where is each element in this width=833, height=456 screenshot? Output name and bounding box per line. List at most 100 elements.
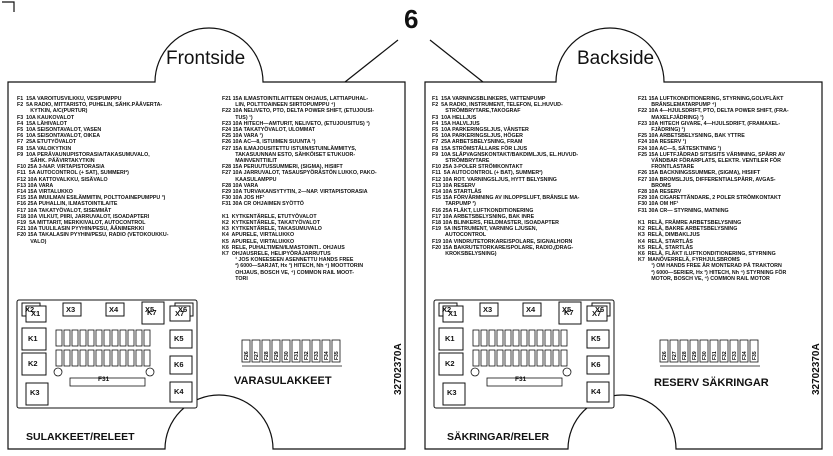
front-spare-fuse-slot — [271, 339, 281, 363]
back-spare-fuse-label: F32 — [722, 351, 728, 360]
back-spare-fuse-slot — [679, 339, 689, 363]
front-relay-k7-label: K7 — [147, 308, 157, 317]
back-relay-k1-label: K1 — [445, 334, 455, 343]
front-list-left-item: F3 10A KAUKOVALOT — [17, 114, 75, 121]
front-list-left-item: KYTKIN, A/C(PURTUR) — [17, 108, 88, 115]
back-list-right-item: FJÄDRING) ¹) — [638, 127, 686, 134]
back-list-right-item: K4 RELÄ, STARTLÅS — [638, 238, 693, 245]
front-relay-k3-box — [25, 382, 49, 406]
front-list-left-item: F9 10A PERÄVAUNUPISTORASIA/TAKASUMUVALO, — [17, 151, 150, 158]
front-spare-fuse-label: F28 — [264, 351, 270, 360]
front-list-left-item: SÄHK. PÄÄVIRTAKYTKIN — [17, 158, 95, 165]
back-list-right-item: F25 15A LUFTFJÄDRAD SITS/SITS VÄRMNING, … — [638, 151, 785, 158]
back-list-right-item: K1 RELÄ, FRÄMRE ARBETSBELYSNING — [638, 220, 742, 227]
back-relay-x7-label: X7 — [592, 309, 602, 318]
front-list-left-item: F20 15A TAKALASIN PYYHIN/PESU, RADIO (VE… — [17, 232, 169, 239]
front-spare-fuse-slot — [301, 339, 311, 363]
back-spare-fuse-slot — [729, 339, 739, 363]
back-spare-fuse-label: F30 — [702, 351, 708, 360]
front-spare-fuse-slot — [281, 339, 291, 363]
front-list-right-item: K2 KYTKENTÄRELE, TAKATYÖVALOT — [222, 220, 320, 227]
front-spare-fuse-label: F27 — [254, 351, 260, 360]
back-list-right-item: K6 RELÄ, FLÄKT /LUFTKONDITIONERING, STYR… — [638, 251, 776, 258]
back-list-right-item: K3 RELÄ, DIMBAKLJUS — [638, 232, 700, 239]
front-list-right-item: F23 10A HITECH—AMTURIT, NELIVETO, (ETUJO… — [222, 120, 370, 127]
front-relay-x7-box — [169, 305, 191, 322]
front-relay-x7-label: X7 — [175, 309, 185, 318]
front-relay-k5-label: K5 — [174, 334, 184, 343]
front-spare-fuse-slot — [261, 339, 271, 363]
front-list-left-item: F21 10A TUULILASIN PYYHIN/PESU, ÄÄNIMERK… — [17, 226, 144, 233]
back-list-right-item: MOTOR, BOSCH VE, ⁴) COMMON RAIL MOTOR — [638, 275, 770, 282]
front-list-right-item: F24 15A TAKATYÖVALOT, ULOMMAT — [222, 127, 315, 134]
front-list-right-item: K7 OHJAUSRELE, HELIPYÖRÄJARRUTUS — [222, 251, 331, 258]
front-list-right-item: K1 KYTKENTÄRELE, ETUTYÖVALOT — [222, 213, 317, 220]
front-spare-fuse-slot — [311, 339, 321, 363]
front-list-right-item: MAINVENTTIILIT — [222, 158, 278, 165]
back-list-right-item: VÄNDBAR FÖRARPLATS, ELEKTR. VENTILER FÖR — [638, 158, 781, 165]
front-title: Frontside — [166, 48, 246, 69]
back-list-left-item: F19 5A INSTRUMENT, VARNING LJUSEN, — [432, 226, 538, 233]
front-list-right-item: F29 10A TURVAKANSYTYTIN, 2—NAP. VIRTAPIS… — [222, 189, 368, 196]
front-spare-fuse-label: F29 — [274, 351, 280, 360]
front-spare-fuse-label: F31 — [294, 351, 300, 360]
front-footer-label: SULAKKEET/RELEET — [26, 431, 135, 443]
front-list-left-item: F5 10A SEISONTAVALOT, VASEN — [17, 127, 102, 134]
back-list-left-item: F16 25A FLÄKT, LUFTKONDITIONERING — [432, 207, 534, 214]
back-title: Backside — [577, 48, 655, 69]
back-list-right-item: K5 RELÄ, STARTLÅS — [638, 244, 693, 251]
front-relay-x4-box — [105, 302, 125, 317]
back-list-left-item: F8 15A STRÖMSTÄLLARE FÖR LJUS — [432, 145, 528, 152]
back-relay-k5-label: K5 — [591, 334, 601, 343]
back-list-right-item: F29 10A CIGARETTÄNDARE, 2 POLER STRÖMKON… — [638, 195, 782, 202]
back-list-right-item: F22 10A 4—HJULSDRIFT, PTO, DELTA POWER S… — [638, 108, 789, 115]
front-list-left-item: F10 25A 3-NAP. VIRTAPISTORASIA — [17, 164, 105, 171]
front-list-left-item: F8 15A VALOKYTKIN — [17, 145, 72, 152]
back-relay-x3-label: X3 — [483, 305, 493, 314]
front-list-left-item: F6 10A SEISONTAVALOT, OIKEA — [17, 133, 101, 140]
front-relay-x5-label: X5 — [145, 305, 155, 314]
pointer-line-front — [344, 39, 399, 83]
front-relay-k4-box — [169, 381, 193, 403]
back-list-left-item: F18 10A BLINKERS, FIELDMASTER, ISOADAPTE… — [432, 220, 559, 227]
back-list-right-item: F30 10A OM HF¹ — [638, 201, 679, 208]
back-list-right-item: F25 10A ARBETSBELYSNING, BAK YTTRE — [638, 133, 745, 140]
back-relay-k4-label: K4 — [591, 387, 601, 396]
front-relay-k2-label: K2 — [28, 359, 38, 368]
front-list-right-item: TAKASUUNNAN ESTO, SÄHKÖISET ETUKUOR- — [222, 151, 356, 158]
back-spare-fuse-label: F27 — [672, 351, 678, 360]
front-list-left-item: VALO) — [17, 238, 47, 245]
back-relay-k7-label: K7 — [564, 308, 574, 317]
front-spare-fuse-slot — [291, 339, 301, 363]
front-list-left-item: F15 15A IMUILMAN ESILÄMMITIN, POLTTOAINE… — [17, 195, 166, 202]
front-list-right-item: F22 10A NELIVETO, PTO, DELTA POWER SHIFT… — [222, 108, 374, 115]
front-spare-fuse-label: F34 — [324, 351, 330, 360]
front-list-right-item: K3 KYTKENTÄRELE, TAKASUMUVALO — [222, 226, 322, 233]
front-list-right-item: K4 APURELE, VIRTALUKKO — [222, 232, 295, 239]
front-list-left-item: F12 10A KATTOVALKKU, SISÄVALO — [17, 176, 108, 183]
back-list-right-item: BRÄNSLEMATARPUMP ⁴) — [638, 102, 717, 109]
back-list-right-item: F31 30A CR— STYRNING, MATNING — [638, 207, 729, 214]
front-list-right-item: F31 30A CR OHJAIMEN SYÖTTÖ — [222, 201, 304, 208]
front-list-right-item: LIN, POLTTOAINEEN SIIRTOPUMPPU ⁴) — [222, 102, 336, 109]
back-list-left-item: F20 15A BAKRUTETORKARE/SPOLARE, RADIO,(D… — [432, 244, 574, 251]
back-relay-k3-label: K3 — [447, 388, 457, 397]
back-relay-x4-label: X4 — [526, 305, 536, 314]
front-list-left-item: F13 10A VARA — [17, 182, 54, 189]
front-relay-k6-box — [169, 355, 193, 375]
front-list-right-item: TUS) ¹) — [222, 114, 253, 121]
back-list-right-item: F26 15A BACKNINGSSUMMER, (SIGMA), HISIIF… — [638, 170, 761, 177]
front-relay-k6-label: K6 — [174, 360, 184, 369]
back-list-left-item: STRÖMBRYTARE — [432, 158, 490, 165]
back-list-left-item: F15 15A FÖRVÄRMNING AV INLOPPSLUFT, BRÄN… — [432, 195, 580, 202]
back-list-left-item: F9 10A SLÄPVAGNSKONTAKT/BAKDIMLJUS, EL.H… — [432, 151, 579, 158]
back-spare-fuse-slot — [659, 339, 669, 363]
front-list-right-item: F30 10A JOS HF¹ — [222, 195, 265, 202]
back-list-left-item: F14 10A STARTLÅS — [432, 189, 482, 196]
pointer-line-back — [429, 39, 484, 83]
back-spare-fuse-label: F33 — [732, 351, 738, 360]
back-part-number: 32702370A — [811, 343, 822, 395]
